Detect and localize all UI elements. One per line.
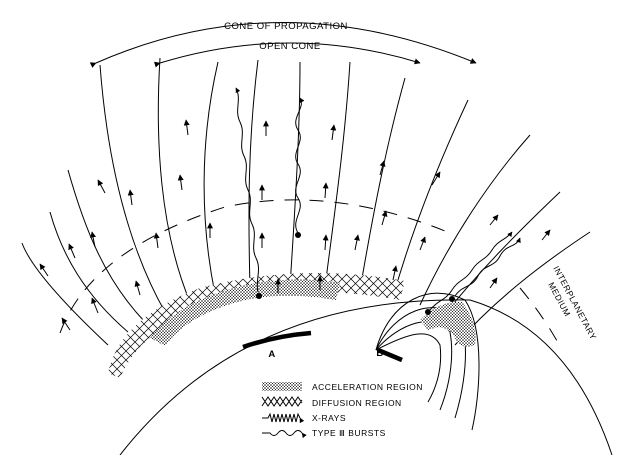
type3-source-b [449, 296, 455, 302]
open-cone-label: OPEN CONE [259, 41, 321, 52]
solar-limb [119, 299, 613, 455]
legend: ACCELERATION REGION DIFFUSION REGION X-R… [261, 382, 423, 439]
site-b-label: B [376, 348, 383, 359]
flare-site-b-marker [377, 347, 403, 363]
flare-acceleration-region [420, 301, 476, 347]
particle-arrows [39, 119, 551, 331]
dashed-boundary [59, 199, 563, 351]
site-a-label: A [268, 349, 275, 360]
acceleration-region [150, 279, 340, 346]
legend-swatch-acceleration [262, 382, 302, 391]
x-ray-source-b [425, 309, 431, 315]
legend-label-type3: TYPE Ⅲ BURSTS [312, 428, 386, 438]
diffusion-region [108, 272, 405, 378]
flare-site-a-marker [242, 330, 312, 350]
type3-burst-b [454, 237, 521, 297]
legend-swatch-type3 [262, 430, 307, 439]
legend-label-x-rays: X-RAYS [312, 413, 346, 423]
legend-swatch-x-ray [262, 412, 305, 424]
type3-burst-a [295, 97, 305, 234]
legend-swatch-diffusion [261, 396, 303, 407]
magnetic-field-lines [21, 57, 591, 346]
cone-of-propagation-label: CONE OF PROPAGATION [224, 21, 348, 32]
x-ray-emission-b [429, 231, 513, 311]
x-ray-emission-a [235, 87, 259, 293]
legend-label-diffusion: DIFFUSION REGION [312, 398, 402, 408]
open-cone-bracket [153, 42, 421, 68]
type3-source-a [295, 232, 301, 238]
x-ray-source-a [256, 293, 262, 299]
legend-label-acceleration: ACCELERATION REGION [312, 382, 423, 392]
cone-of-propagation-bracket [89, 22, 477, 68]
